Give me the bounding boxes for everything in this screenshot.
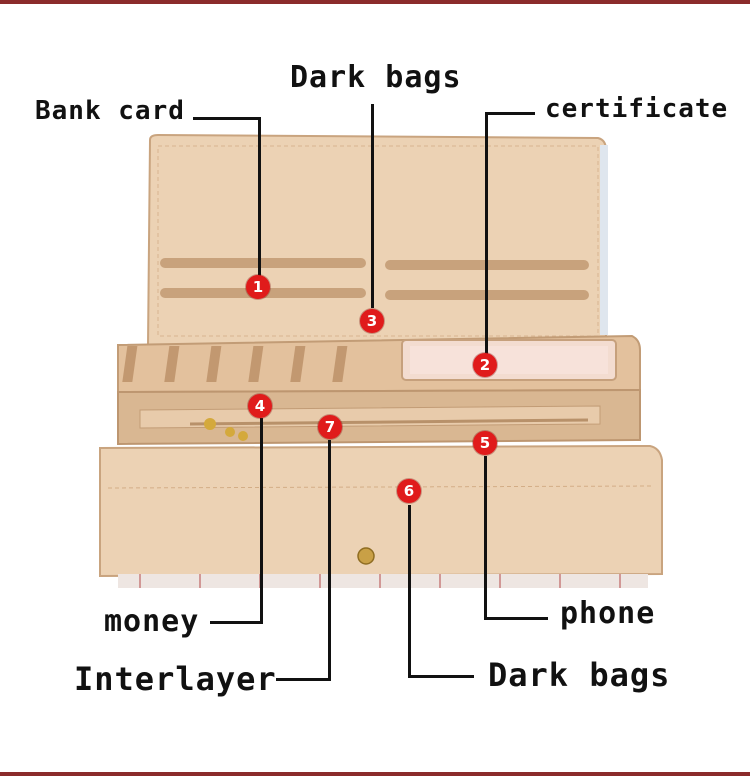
marker-3: 3 [360, 309, 384, 333]
bottom-flap [99, 444, 663, 578]
leader-bank-card-v [258, 117, 261, 277]
leader-phone-h [484, 617, 548, 620]
leader-money-h [210, 621, 263, 624]
plaid-lining [118, 574, 648, 588]
leader-interlayer-h [276, 678, 331, 681]
leader-dark-bags-bottom-v [408, 505, 411, 677]
marker-7: 7 [318, 415, 342, 439]
leader-dark-bags-top [371, 104, 374, 308]
leader-interlayer-v [328, 440, 331, 680]
leader-money-v [260, 418, 263, 623]
leader-phone-v [484, 456, 487, 619]
marker-4: 4 [248, 394, 272, 418]
leader-certificate-v [485, 112, 488, 355]
label-dark-bags-bottom: Dark bags [488, 656, 671, 694]
snap-button [357, 547, 375, 565]
zipper [189, 418, 589, 426]
vertical-slots [122, 346, 348, 382]
label-bank-card: Bank card [35, 96, 185, 126]
label-phone: phone [560, 596, 656, 631]
leader-dark-bags-bottom-h [408, 675, 474, 678]
lining-edge [600, 145, 608, 335]
label-interlayer: Interlayer [74, 660, 277, 698]
label-money: money [104, 604, 200, 639]
marker-5: 5 [473, 431, 497, 455]
marker-6: 6 [397, 479, 421, 503]
bottom-border [0, 772, 750, 776]
top-border [0, 0, 750, 4]
marker-2: 2 [473, 353, 497, 377]
label-dark-bags-top: Dark bags [290, 60, 462, 95]
leader-certificate-h [485, 112, 535, 115]
card-slot [160, 258, 366, 268]
label-certificate: certificate [545, 94, 729, 124]
leader-bank-card-h [193, 117, 259, 120]
zipper-pull [204, 418, 216, 430]
marker-1: 1 [246, 275, 270, 299]
